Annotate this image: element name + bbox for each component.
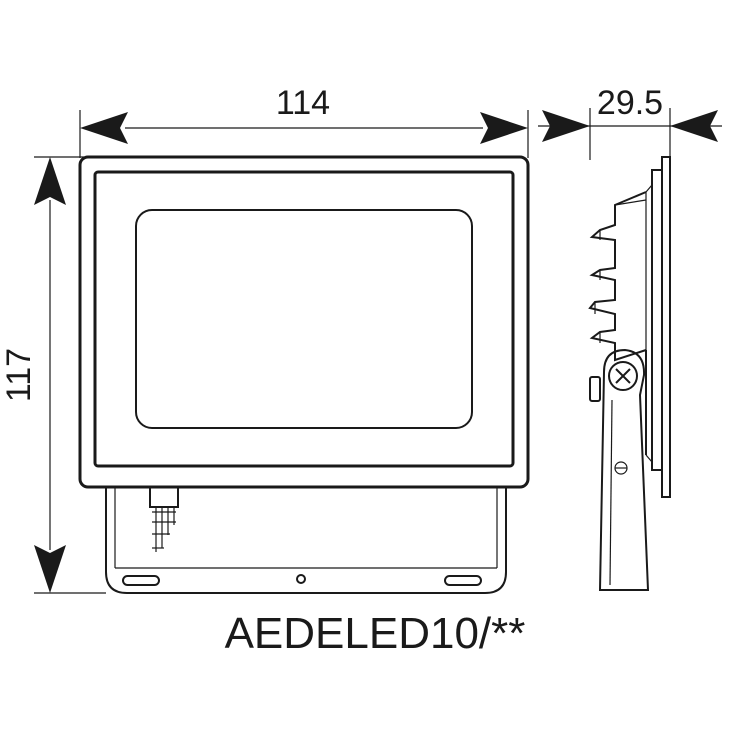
mounting-slot-right	[444, 575, 482, 586]
arrow-right-icon	[542, 110, 590, 142]
width-label: 114	[276, 84, 330, 122]
mounting-slot-left	[122, 575, 160, 586]
cable	[149, 486, 179, 552]
hole-icon	[614, 461, 628, 475]
housing-inner	[93, 170, 515, 468]
side-face-plate	[661, 156, 671, 498]
side-view	[588, 156, 671, 591]
depth-label: 29.5	[597, 84, 663, 122]
height-dimension: 117	[0, 156, 106, 594]
mounting-bracket	[105, 487, 507, 594]
arrow-up-icon	[34, 157, 66, 205]
width-dimension: 114	[79, 84, 529, 158]
model-name: AEDELED10/**	[225, 609, 526, 658]
arrow-left-icon	[670, 110, 718, 142]
side-bracket	[598, 348, 650, 591]
depth-dimension: 29.5	[538, 84, 722, 160]
mounting-hole	[296, 574, 306, 584]
front-view	[78, 155, 530, 594]
screw-icon	[608, 361, 638, 391]
arrow-left-icon	[80, 112, 128, 144]
arrow-down-icon	[34, 545, 66, 593]
height-label: 117	[0, 348, 38, 402]
arrow-right-icon	[480, 112, 528, 144]
lens	[135, 209, 473, 429]
heat-sink	[588, 191, 647, 362]
housing-outer	[78, 155, 530, 489]
